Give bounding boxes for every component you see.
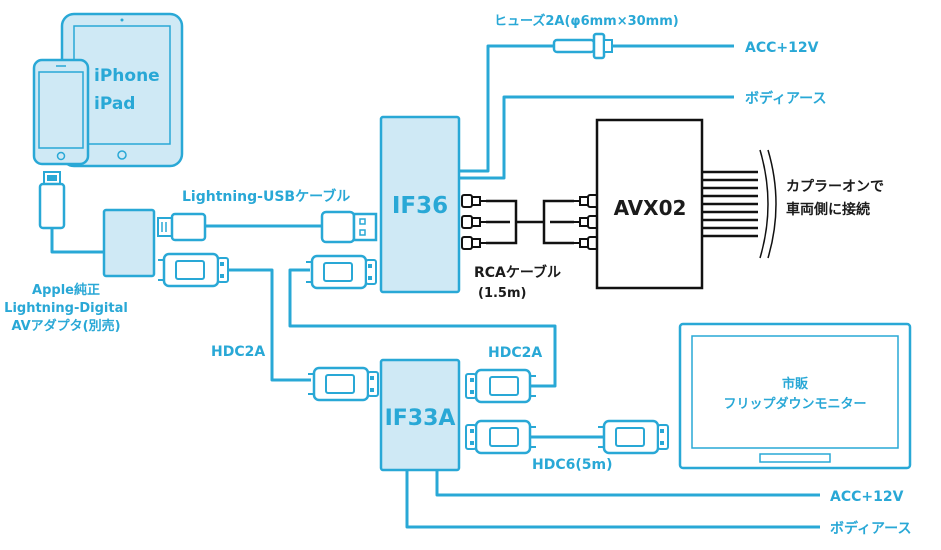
coupler-label-1: カプラーオンで bbox=[786, 179, 884, 195]
hdmi-plug-if33a-right-icon bbox=[464, 368, 538, 404]
flip-down-monitor-icon bbox=[678, 322, 912, 470]
hdmi-plug-if33a-left-icon bbox=[306, 366, 380, 402]
lightning-cable bbox=[50, 228, 104, 254]
hdmi-plug-hdc6-right-icon bbox=[596, 419, 670, 455]
if36-label: IF36 bbox=[392, 193, 448, 219]
iphone-label: iPhone bbox=[94, 66, 160, 86]
if33a-ground-wire bbox=[405, 470, 820, 529]
fuse-label: ヒューズ2A(φ6mm×30mm) bbox=[494, 13, 679, 29]
hdc2a-left-cable bbox=[228, 268, 311, 382]
adapter-label-2: Lightning-Digital bbox=[4, 301, 128, 316]
coupler-label-2: 車両側に接続 bbox=[786, 201, 870, 218]
if33a-unit bbox=[379, 358, 461, 472]
if36-ground-wire bbox=[459, 95, 734, 180]
avx02-harness bbox=[702, 170, 758, 238]
fuse-icon bbox=[552, 32, 613, 60]
wires bbox=[50, 44, 820, 529]
hdc2a-right-cable bbox=[288, 268, 557, 388]
hdc6-label: HDC6(5m) bbox=[532, 457, 612, 473]
hdmi-plug-hdc6-left-icon bbox=[464, 419, 538, 455]
rca-cable bbox=[461, 194, 599, 250]
hdmi-plug-adapter-icon bbox=[156, 252, 230, 288]
usb-a-plug-icon bbox=[157, 212, 207, 242]
if33a-label: IF33A bbox=[385, 406, 456, 431]
ipad-icon bbox=[60, 12, 184, 168]
if33a-acc-wire bbox=[435, 470, 820, 497]
rca-cable-label: RCAケーブル bbox=[474, 264, 561, 281]
ipad-label: iPad bbox=[94, 94, 135, 114]
monitor-label-1: 市販 bbox=[782, 376, 809, 392]
rca-length-label: (1.5m) bbox=[478, 286, 526, 301]
adapter-label-3: AVアダプタ(別売) bbox=[11, 318, 120, 334]
ground-bottom-label: ボディアース bbox=[830, 520, 911, 537]
acc-top-label: ACC+12V bbox=[745, 40, 819, 56]
monitor-label-2: フリップダウンモニター bbox=[723, 396, 866, 412]
if36-acc-wire bbox=[459, 44, 554, 173]
avx02-unit bbox=[595, 118, 704, 290]
iphone-icon bbox=[32, 58, 90, 166]
av-adapter-box bbox=[102, 208, 156, 278]
lightning-usb-cable-label: Lightning-USBケーブル bbox=[182, 188, 350, 205]
hdc2a-left-label: HDC2A bbox=[211, 344, 265, 360]
lightning-plug-icon bbox=[38, 171, 66, 230]
ground-top-label: ボディアース bbox=[745, 90, 826, 107]
break-mark bbox=[759, 149, 777, 259]
avx02-label: AVX02 bbox=[614, 196, 687, 220]
hdmi-plug-if36-icon bbox=[304, 254, 378, 290]
if36-unit bbox=[379, 115, 461, 294]
usb-plug-if36-icon bbox=[320, 210, 378, 244]
adapter-label-1: Apple純正 bbox=[32, 282, 100, 298]
hdc2a-right-label: HDC2A bbox=[488, 345, 542, 361]
acc-bottom-label: ACC+12V bbox=[830, 489, 904, 505]
